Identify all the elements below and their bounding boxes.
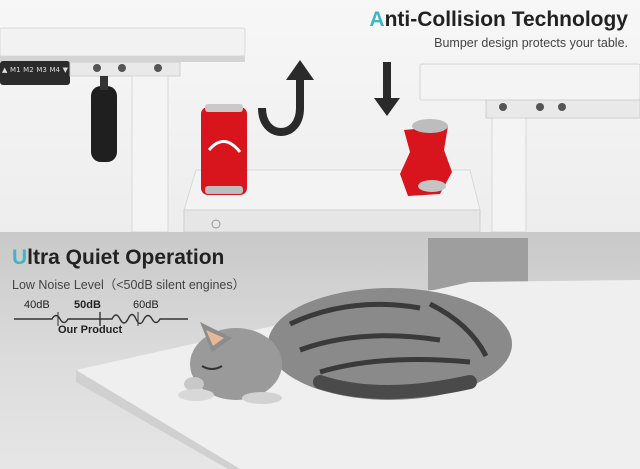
- intact-can: [201, 107, 247, 195]
- desk-collision-scene: [0, 27, 640, 232]
- motor-shaft: [100, 76, 108, 90]
- bump-up-arrow-head-icon: [286, 60, 314, 80]
- background-post: [428, 238, 528, 290]
- anti-collision-title-accent: A: [369, 8, 385, 31]
- cat-head: [190, 328, 282, 400]
- frame-bolt-icon: [118, 64, 126, 72]
- bump-up-arrow-icon: [258, 78, 304, 136]
- motor-housing: [91, 86, 117, 162]
- frame-bolt-icon: [93, 64, 101, 72]
- control-m1-button: M1: [10, 66, 21, 74]
- left-desktop-edge: [0, 56, 245, 62]
- cabinet-lock-icon: [211, 219, 221, 229]
- control-m3-button: M3: [36, 66, 47, 74]
- left-desktop: [0, 27, 246, 57]
- cat-paw: [178, 389, 214, 401]
- frame-bolt-icon: [558, 103, 566, 111]
- anti-collision-subtitle: Bumper design protects your table.: [434, 36, 628, 50]
- cat-tail: [313, 375, 477, 399]
- noise-level-50db: 50dB: [74, 299, 101, 311]
- cabinet-front: [183, 209, 481, 232]
- noise-wave-graphic: [14, 312, 188, 326]
- crushed-can-bottom: [418, 180, 446, 192]
- right-desktop: [419, 63, 640, 101]
- control-down-button: ▼: [62, 66, 68, 74]
- noise-waveform: [14, 313, 188, 325]
- cat-inner-ear: [206, 330, 224, 346]
- cat-closed-eye: [201, 365, 223, 370]
- noise-level-60db: 60dB: [133, 299, 159, 311]
- our-product-caption: Our Product: [58, 324, 123, 336]
- anti-collision-title-rest: nti-Collision Technology: [384, 8, 628, 31]
- quiet-operation-panel: Ultra Quiet Operation Low Noise Level（<5…: [0, 232, 640, 469]
- left-desk-leg: [131, 75, 169, 232]
- cat-stripes: [288, 301, 489, 375]
- control-panel-buttons: ▲ M1 M2 M3 M4 ▼: [2, 66, 68, 74]
- control-m4-button: M4: [49, 66, 60, 74]
- crushed-can-lid: [412, 119, 448, 133]
- cat-desk-scene: [76, 238, 640, 469]
- control-up-button: ▲: [2, 66, 8, 74]
- quiet-operation-title-rest: ltra Quiet Operation: [27, 246, 225, 269]
- frame-bolt-icon: [499, 103, 507, 111]
- cat-muzzle: [184, 377, 204, 391]
- intact-can-lid: [205, 104, 243, 112]
- anti-collision-title: Anti-Collision Technology: [369, 8, 628, 32]
- crushed-can: [400, 126, 452, 196]
- quiet-operation-title: Ultra Quiet Operation: [12, 246, 224, 270]
- cat-paw: [242, 392, 282, 404]
- down-arrow-head-icon: [374, 98, 400, 116]
- control-m2-button: M2: [23, 66, 34, 74]
- anti-collision-panel: ▲ M1 M2 M3 M4 ▼ Anti-Collision Technolog…: [0, 0, 640, 232]
- quiet-operation-title-accent: U: [12, 246, 28, 269]
- can-logo-swoosh: [207, 140, 242, 153]
- down-arrow-shaft-icon: [383, 62, 391, 100]
- intact-can-bottom: [205, 186, 243, 194]
- frame-bolt-icon: [536, 103, 544, 111]
- quiet-operation-subtitle: Low Noise Level（<50dB silent engines）: [12, 278, 246, 292]
- desk-edge: [76, 370, 240, 469]
- noise-level-40db: 40dB: [24, 299, 50, 311]
- frame-bolt-icon: [154, 64, 162, 72]
- right-desk-leg: [491, 117, 527, 232]
- control-panel: [0, 61, 70, 85]
